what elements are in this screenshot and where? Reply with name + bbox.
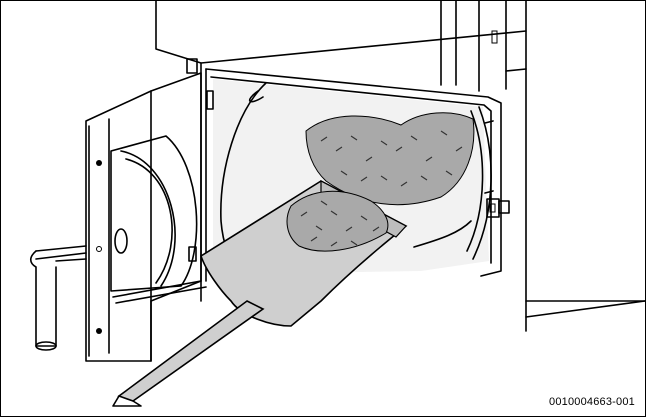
- figure-reference-code: 0010004663-001: [549, 396, 635, 408]
- pellet-speckles: [300, 130, 463, 247]
- pellet-pile-icon: [305, 112, 475, 206]
- door-latch: [486, 198, 510, 218]
- scoop-icon: [112, 180, 408, 407]
- door-icon: [85, 72, 207, 362]
- door-handle: [29, 245, 87, 351]
